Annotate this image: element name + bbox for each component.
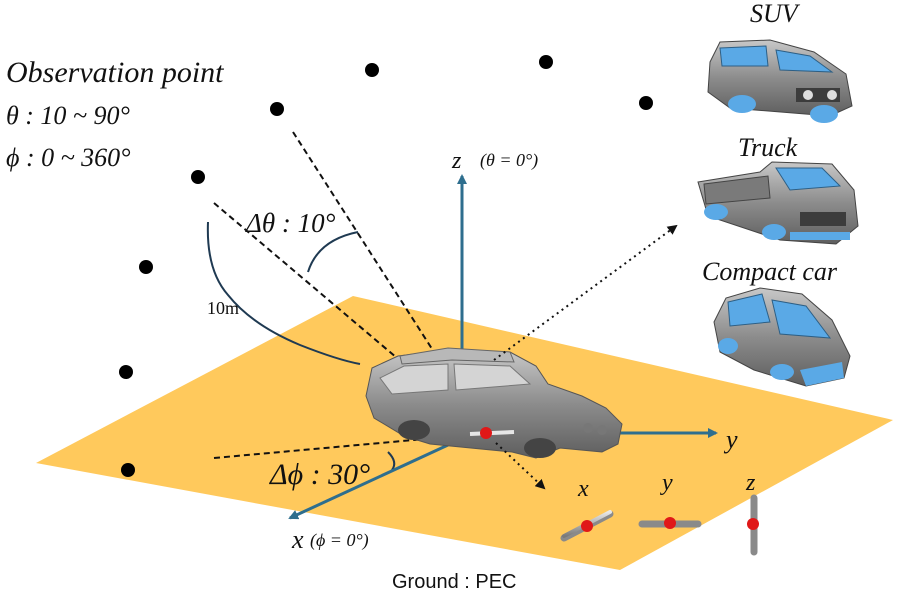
truck-label: Truck <box>738 133 798 162</box>
truck-grille <box>800 212 846 226</box>
antenna-pointer-arrow <box>495 442 546 490</box>
suv-headlight <box>803 90 813 100</box>
suv-wheel <box>810 105 838 123</box>
car-window <box>453 363 532 391</box>
ground-label: Ground : PEC <box>392 571 517 591</box>
compact-car-model <box>713 287 851 387</box>
x-axis <box>288 443 449 520</box>
observation-point <box>191 170 205 184</box>
delta-phi-label: Δϕ : 30° <box>269 458 370 491</box>
x-axis-note: (ϕ = 0°) <box>310 530 369 551</box>
truck-window <box>775 167 842 191</box>
suv-window <box>775 49 834 73</box>
car-roof <box>399 347 515 365</box>
car-wheel-arch <box>398 420 430 440</box>
vehicle-pointer-arrow <box>493 224 678 361</box>
suv-label: SUV <box>750 0 801 28</box>
observation-point <box>139 260 153 274</box>
observation-points <box>119 55 653 477</box>
suv-model <box>707 39 853 123</box>
x-axis-label: x <box>291 525 304 554</box>
compact-window <box>771 299 832 339</box>
observation-point <box>119 365 133 379</box>
distance-label: 10m <box>207 298 239 318</box>
truck-bumper <box>790 232 850 240</box>
antenna-y-icon <box>638 517 702 529</box>
suv-wheel <box>728 95 756 113</box>
antenna-feed-point <box>480 427 492 439</box>
y-axis-label: y <box>723 425 738 454</box>
antenna-x-icon <box>560 510 614 542</box>
observation-point <box>639 96 653 110</box>
car-wheel-arch <box>524 438 556 458</box>
headlight <box>597 425 607 435</box>
car-window <box>379 363 449 395</box>
observation-point <box>121 463 135 477</box>
observation-point <box>539 55 553 69</box>
delta-theta-label: Δθ : 10° <box>245 208 336 238</box>
compact-bumper <box>800 362 844 386</box>
antenna-z-label: z <box>745 470 756 496</box>
distance-bracket <box>206 221 361 365</box>
observation-title: Observation point <box>6 56 224 89</box>
delta-phi-arc <box>387 451 396 471</box>
z-axis-label: z <box>451 148 462 174</box>
z-axis-note: (θ = 0°) <box>480 150 538 171</box>
car-model <box>365 347 623 459</box>
compact-window <box>727 293 771 327</box>
observation-point <box>270 102 284 116</box>
compact-wheel <box>718 338 738 354</box>
truck-wheel <box>762 224 786 240</box>
phi-range-label: ϕ : 0 ~ 360° <box>6 143 131 172</box>
compact-wheel <box>770 364 794 380</box>
observation-point <box>365 63 379 77</box>
antenna-y-label: y <box>660 470 673 496</box>
truck-bed <box>703 175 771 205</box>
suv-window <box>719 45 769 67</box>
theta-range-label: θ : 10 ~ 90° <box>6 101 130 130</box>
truck-model <box>697 161 859 245</box>
truck-wheel <box>704 204 728 220</box>
suv-headlight <box>827 90 837 100</box>
antenna-z-icon <box>747 494 759 556</box>
compact-car-label: Compact car <box>702 257 838 286</box>
antenna-x-label: x <box>577 476 589 502</box>
delta-theta-arc <box>307 231 359 273</box>
headlight <box>583 423 593 433</box>
